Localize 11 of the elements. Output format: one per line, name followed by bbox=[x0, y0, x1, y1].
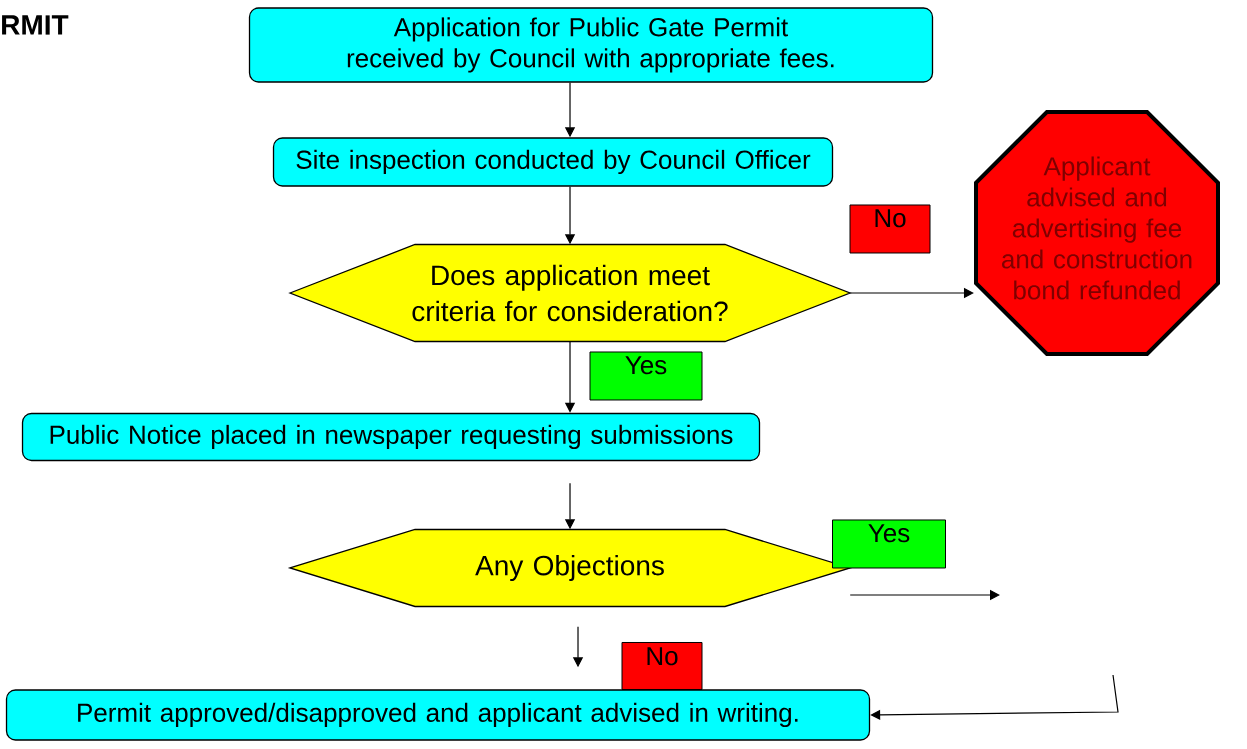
answer-box: No bbox=[621, 642, 703, 690]
process-box: Permit approved/disapproved and applicant advised in writing. bbox=[5, 689, 871, 741]
answer-box: No bbox=[849, 204, 931, 254]
arrow bbox=[870, 674, 1119, 720]
answer-box: Yes bbox=[589, 351, 703, 401]
answer-box: Yes bbox=[832, 519, 946, 569]
process-box: Public Notice placed in newspaper requesting submissions bbox=[21, 412, 761, 462]
stop-octagon: Applicant advised and advertising fee and construction bond refunded bbox=[974, 109, 1221, 356]
process-box: Site inspection conducted by Council Officer bbox=[272, 137, 834, 187]
title: RMIT bbox=[2, 15, 69, 35]
process-box: Application for Public Gate Permit received by Council with appropriate fees. bbox=[248, 7, 934, 83]
